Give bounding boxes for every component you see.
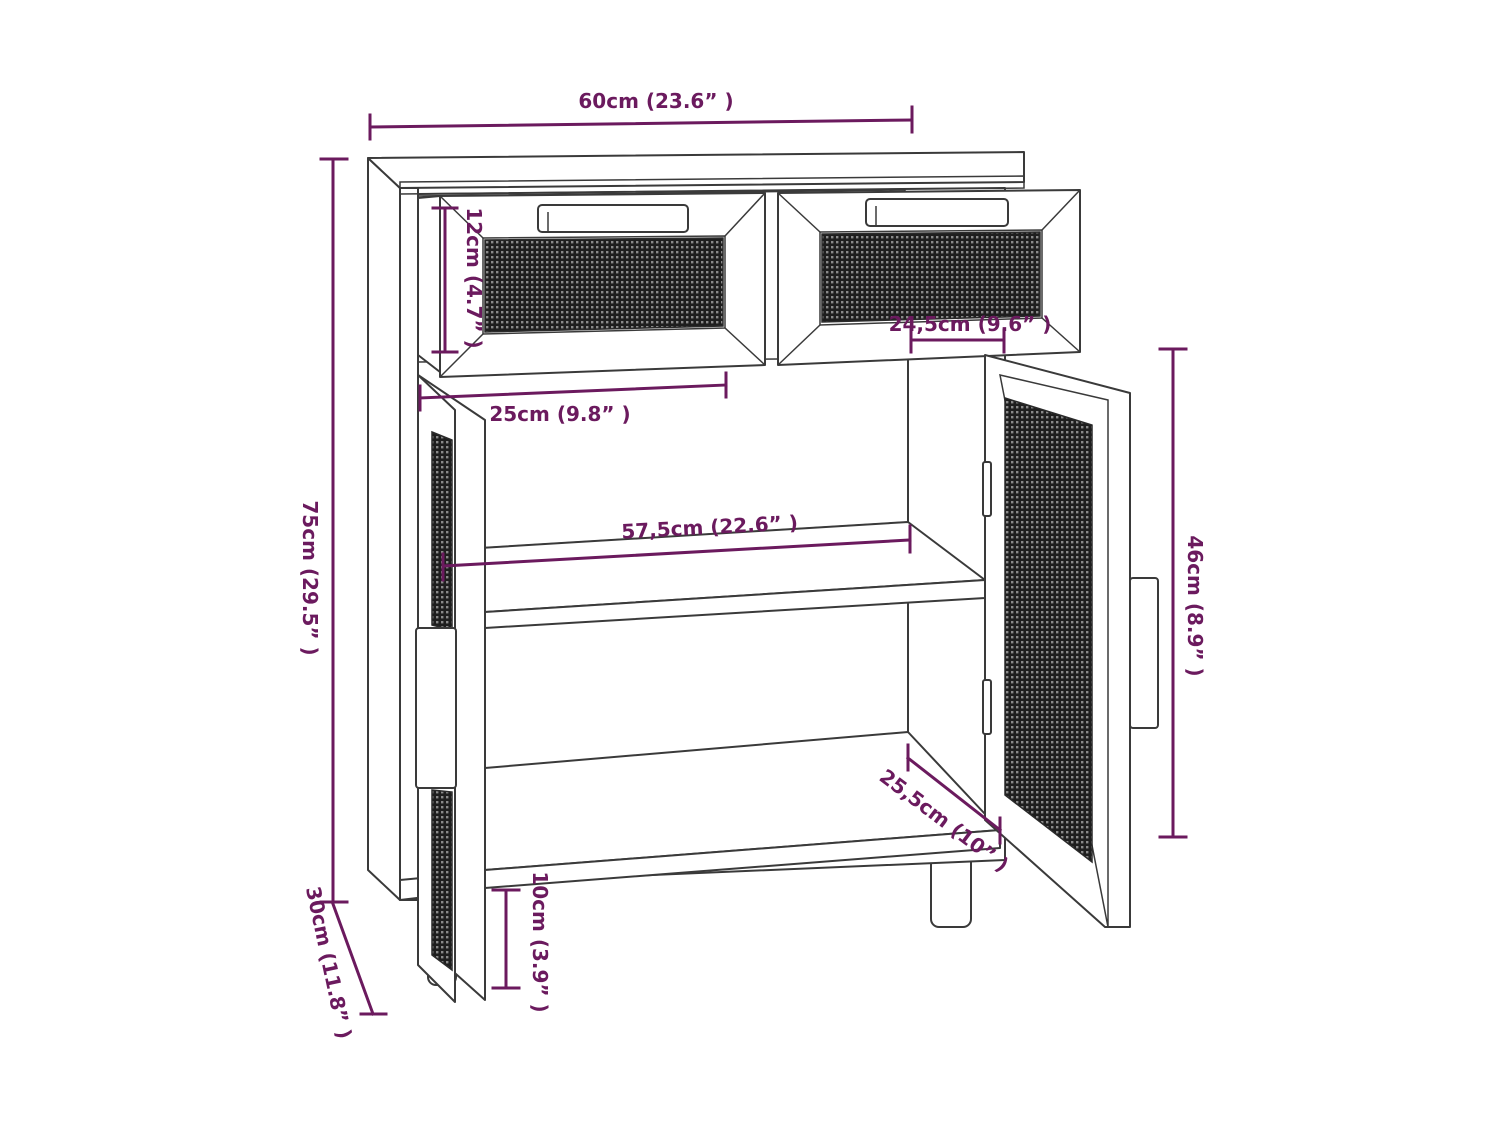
drawer-width-label: 25cm (9.8” ) xyxy=(489,402,630,426)
right-drawer-handle[interactable] xyxy=(865,198,1009,227)
side-panel-edge xyxy=(399,187,419,901)
bevel-edge xyxy=(1041,189,1081,231)
left-drawer-handle[interactable] xyxy=(537,204,689,233)
bevel-edge xyxy=(777,192,821,233)
door-height-label: 46cm (8.9” ) xyxy=(1183,535,1207,676)
top-board xyxy=(367,151,1025,189)
side-panel-left xyxy=(367,157,401,901)
right-door-handle[interactable] xyxy=(1129,577,1159,729)
drawer-height-label: 12cm (4.7” ) xyxy=(462,207,486,348)
dimension-lines xyxy=(319,105,1188,1016)
right-drawer-rattan xyxy=(821,231,1041,323)
right-drawer[interactable] xyxy=(777,189,1081,366)
width-label: 60cm (23.6” ) xyxy=(578,89,733,113)
depth-label: 30cm (11.8” ) xyxy=(301,884,357,1041)
left-door[interactable] xyxy=(415,374,486,1003)
depth-dim-line xyxy=(331,902,375,1016)
left-door-rattan-top xyxy=(431,430,453,631)
left-drawer-rattan xyxy=(484,237,724,333)
bevel-edge xyxy=(777,324,821,366)
bevel-edge xyxy=(439,195,484,239)
height-label: 75cm (29.5” ) xyxy=(298,500,322,655)
leg-height-label: 10cm (3.9” ) xyxy=(528,871,552,1012)
left-door-handle[interactable] xyxy=(415,627,457,789)
left-drawer-side xyxy=(417,195,441,373)
right-door[interactable] xyxy=(982,354,1159,928)
bevel-edge xyxy=(439,333,484,378)
bevel-edge xyxy=(1041,317,1081,353)
drawer-width-dim-line xyxy=(418,383,728,400)
bevel-edge xyxy=(724,327,766,366)
drawer-depth-label: 24,5cm (9.6” ) xyxy=(889,312,1052,336)
door-hinge-bottom xyxy=(982,679,992,735)
shelf-width-dim-line xyxy=(441,538,912,568)
bevel-edge xyxy=(724,192,766,237)
left-drawer[interactable] xyxy=(439,192,766,378)
top-board-front xyxy=(399,175,1025,195)
door-hinge-top xyxy=(982,461,992,517)
right-door-rattan xyxy=(1004,396,1093,864)
width-dim-line xyxy=(368,118,914,129)
inner-depth-dim-line xyxy=(905,755,1003,833)
left-door-rattan-bottom xyxy=(431,789,453,972)
